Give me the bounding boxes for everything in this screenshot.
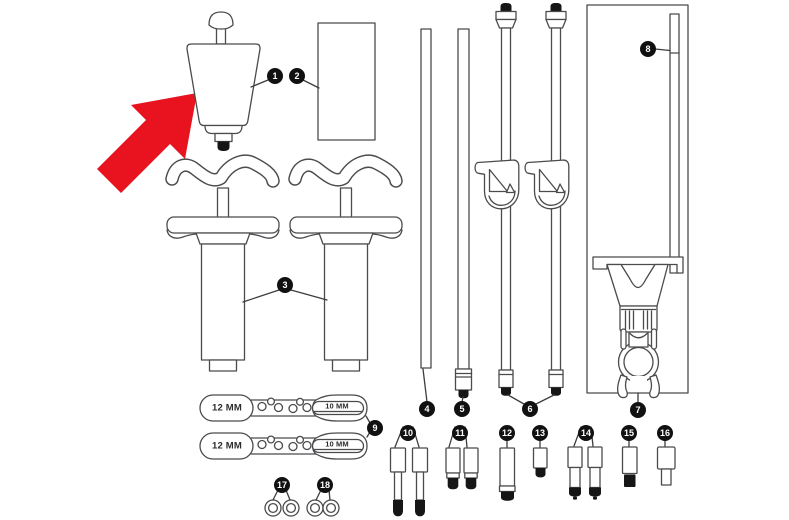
part-17-washer-right <box>282 499 300 517</box>
part-16-plug <box>656 446 676 486</box>
part-7-clamp-bracket <box>592 256 684 399</box>
part-12-sleeve <box>498 447 516 501</box>
part-5-rod <box>454 28 473 399</box>
callout-8: 8 <box>640 41 656 57</box>
part-14-pin-right <box>587 446 603 501</box>
callout-11: 11 <box>452 425 468 441</box>
callout-9: 9 <box>367 420 383 436</box>
part-3-pump-left <box>167 161 279 371</box>
callout-2: 2 <box>289 68 305 84</box>
callout-4: 4 <box>419 401 435 417</box>
part-10-pin-left <box>389 447 407 517</box>
callout-5: 5 <box>454 401 470 417</box>
part-8-rod <box>669 13 680 274</box>
callout-1: 1 <box>267 68 283 84</box>
part-10-pin-right <box>411 447 429 517</box>
callout-6: 6 <box>522 401 538 417</box>
part-11-pin-right <box>463 447 479 490</box>
part-15-plug <box>621 446 638 487</box>
callout-3: 3 <box>277 277 293 293</box>
part-11-pin-left <box>445 447 461 490</box>
part-2-pad <box>317 22 376 141</box>
part-13-cap <box>532 447 548 478</box>
part-14-pin-left <box>567 446 583 501</box>
part-18-washer-left <box>306 499 324 517</box>
part-1-knob <box>186 11 261 151</box>
part-17-washer-left <box>264 499 282 517</box>
callout-15: 15 <box>621 425 637 441</box>
callout-10: 10 <box>400 425 416 441</box>
strap-2-left-size-label: 12 MM <box>211 440 243 452</box>
strap-1-right-size-label: 10 MM <box>325 401 349 411</box>
part-4-rod <box>420 28 432 369</box>
callout-16: 16 <box>657 425 673 441</box>
part-3-pump-right <box>290 161 402 371</box>
strap-2-right-size-label: 10 MM <box>325 439 349 449</box>
red-arrow <box>97 93 197 193</box>
part-18-washer-right <box>322 499 340 517</box>
callout-13: 13 <box>532 425 548 441</box>
callout-12: 12 <box>499 425 515 441</box>
callout-7: 7 <box>630 402 646 418</box>
callout-18: 18 <box>317 477 333 493</box>
callout-14: 14 <box>578 425 594 441</box>
strap-1-left-size-label: 12 MM <box>211 402 243 414</box>
callout-17: 17 <box>274 477 290 493</box>
part-6-rod-left <box>474 2 520 397</box>
part-6-rod-right <box>524 2 570 397</box>
